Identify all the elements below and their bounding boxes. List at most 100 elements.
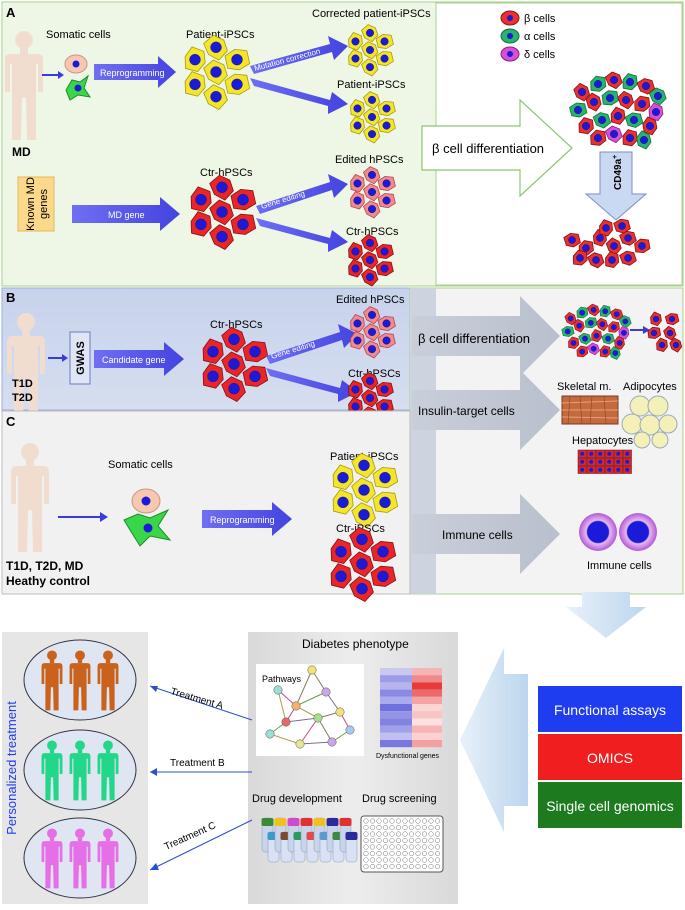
skeletal-muscle-icon (561, 395, 619, 425)
cd49a-sort-arrow (584, 151, 648, 221)
corrected-label: Corrected patient-iPSCs (312, 8, 431, 20)
edited-hpscs-colony (350, 166, 396, 219)
md-label: MD (12, 145, 31, 159)
omics-box (538, 734, 682, 780)
ctr-hpscs-mid-label: Ctr-hPSCs (200, 167, 253, 179)
hepatocytes-icon (577, 449, 632, 474)
beta-diff-label-b: β cell differentiation (418, 331, 530, 346)
gene-editing-arrow (256, 174, 348, 214)
ctr-hpscs-right-label: Ctr-hPSCs (346, 226, 399, 238)
immune-cells-icon (579, 513, 657, 551)
single-cell-box (538, 782, 682, 828)
patients-line2: Heathy control (6, 574, 90, 588)
dysfunctional-genes-heatmap (380, 668, 442, 748)
t2d-label: T2D (12, 392, 33, 404)
treatment-c-arrow (149, 819, 253, 871)
panel-b-letter: B (6, 290, 15, 305)
islet-cluster-b (561, 303, 632, 360)
gwas-label: GWAS (75, 341, 87, 375)
patient-ipscs-colony (184, 34, 251, 111)
somatic-cells-icon (64, 54, 92, 101)
to-ctr-hpscs-b-arrow (266, 368, 358, 402)
patient-ipscs-right-colony (350, 91, 396, 144)
patient-ipscs-right-label: Patient-iPSCs (337, 79, 406, 91)
somatic-cells-c-label: Somatic cells (108, 459, 173, 471)
treatment-a-label: Treatment A (169, 686, 224, 712)
drug-vials-icon (261, 817, 358, 863)
somatic-cells-c-icon (123, 488, 172, 547)
omics-label: OMICS (587, 750, 633, 766)
well-plate-icon (360, 815, 444, 873)
edited-hpscs-label: Edited hPSCs (335, 154, 404, 166)
to-ctr-hpscs-arrow (256, 218, 348, 252)
pathway-network (265, 665, 355, 749)
adipocytes-icon (621, 395, 678, 449)
single-cell-label: Single cell genomics (546, 798, 674, 814)
beta-differentiation-arrow-b (412, 296, 560, 376)
somatic-cells-label: Somatic cells (46, 29, 111, 41)
sorted-beta-cells-b (647, 311, 683, 353)
patient-ipscs-label: Patient-iPSCs (186, 29, 255, 41)
ctr-hpscs-mid-colony (190, 174, 257, 251)
beta-differentiation-arrow-a (421, 98, 573, 198)
treatment-a-arrow (149, 685, 253, 721)
pathways-label: Pathways (262, 674, 302, 684)
pathways-panel (256, 664, 364, 756)
cd49a-sup: + (612, 155, 619, 159)
dysfunctional-genes-label: Dysfunctional genes (376, 753, 440, 760)
cd49a-label: CD49a (613, 158, 624, 190)
gene-editing-b-arrow (266, 324, 358, 364)
legend-delta: δ cells (524, 49, 556, 61)
immune-cells-arrow-label: Immune cells (442, 528, 513, 542)
known-md-genes-box (17, 176, 55, 232)
personalized-treatment-label: Personalized treatment (4, 701, 19, 835)
patients-line1: T1D, T2D, MD (6, 559, 84, 573)
drug-development-label: Drug development (252, 793, 342, 805)
edited-hpscs-b-colony (350, 306, 396, 359)
reprogramming-label: Reprogramming (100, 68, 165, 78)
md-gene-label: MD gene (108, 210, 145, 220)
cell-type-legend: β cells α cells δ cells (500, 10, 556, 62)
immune-cells-label: Immune cells (587, 560, 652, 572)
diabetes-phenotype-title: Diabetes phenotype (302, 637, 409, 651)
skeletal-label: Skeletal m. (557, 381, 611, 393)
mutation-correction-arrow (250, 36, 348, 74)
ctr-hpscs-b-right-label: Ctr-hPSCs (348, 368, 401, 380)
reprogramming-c-label: Reprogramming (210, 515, 275, 525)
gwas-box (69, 331, 91, 385)
edited-hpscs-b-label: Edited hPSCs (336, 294, 405, 306)
insulin-target-label: Insulin-target cells (418, 404, 515, 418)
islet-cluster-a (569, 71, 667, 150)
drug-screening-label: Drug screening (362, 793, 437, 805)
reprogramming-c-arrow (202, 502, 292, 536)
down-arrow-to-assays (566, 592, 646, 638)
corrected-ipscs-colony (348, 24, 394, 77)
hepatocytes-label: Hepatocytes (572, 435, 634, 447)
insulin-target-arrow (412, 370, 560, 450)
candidate-gene-arrow (94, 342, 184, 376)
legend-alpha: α cells (524, 31, 556, 43)
treatment-b-label: Treatment B (170, 758, 225, 769)
panel-a-letter: A (6, 5, 16, 20)
known-md-genes-line1: Known MD (25, 177, 37, 231)
patient-ipscs-c-colony (332, 452, 399, 529)
t1d-label: T1D (12, 378, 33, 390)
ctr-hpscs-b-colony (202, 326, 269, 403)
sorted-beta-cells-a (563, 218, 651, 269)
ctr-ipscs-c-colony (330, 526, 397, 603)
known-md-genes-line2: genes (38, 189, 50, 219)
left-arrow-to-phenotype (460, 648, 528, 832)
panel-c-letter: C (6, 414, 16, 429)
ctr-hpscs-right-colony (348, 234, 394, 287)
svg-text:CD49a+: CD49a+ (612, 155, 624, 190)
ctr-hpscs-b-label: Ctr-hPSCs (210, 319, 263, 331)
candidate-gene-label: Candidate gene (102, 355, 166, 365)
legend-beta: β cells (524, 13, 556, 25)
adipocytes-label: Adipocytes (623, 381, 677, 393)
immune-cells-arrow (412, 494, 560, 574)
functional-assays-label: Functional assays (554, 702, 666, 718)
functional-assays-box (538, 686, 682, 732)
reprogramming-arrow (94, 56, 176, 88)
